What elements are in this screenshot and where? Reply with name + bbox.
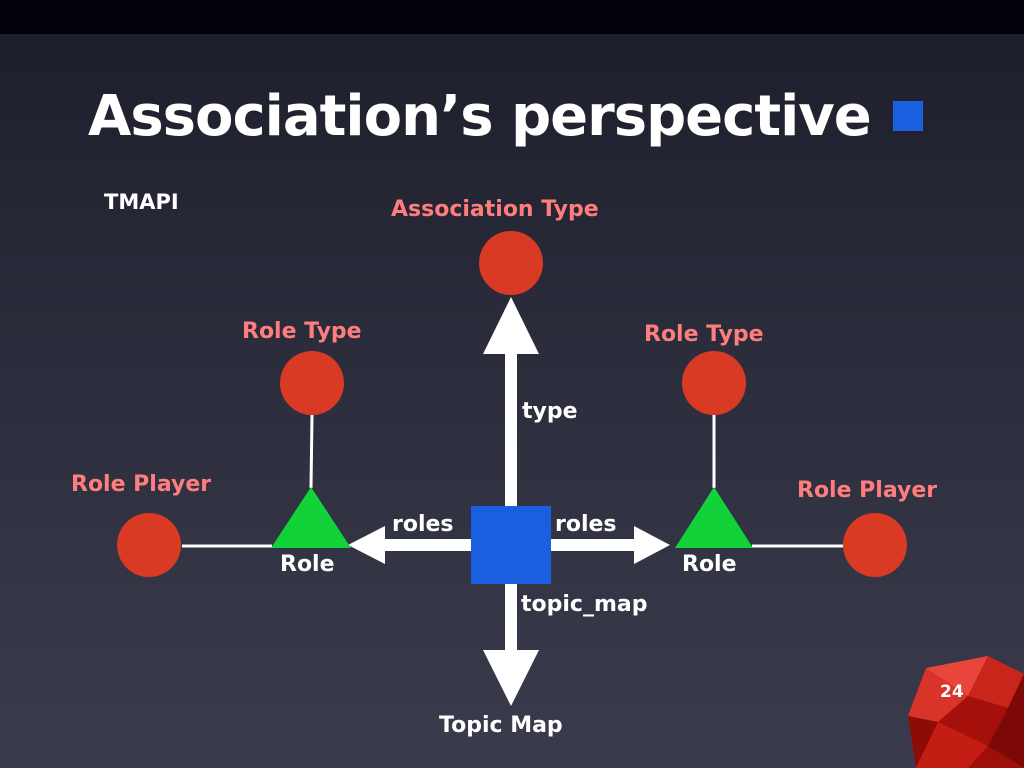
type-arrow [483,297,539,508]
slide-title-text: Association’s perspective [88,84,872,149]
role-player-right-label: Role Player [797,478,938,503]
roles-arrow-left [348,526,474,564]
topic-map-arrow [483,582,539,706]
roles-arrow-right [548,526,670,564]
role-type-right-node [682,351,746,415]
slide-page-number: 24 [940,682,964,702]
connector-role-type-left [309,414,314,489]
role-right-triangle [675,487,753,548]
role-type-left-node [280,351,344,415]
title-bullet-square [892,100,923,131]
edge-type-label: type [522,399,578,424]
role-right-label: Role [682,552,737,577]
edge-roles-left-label: roles [392,512,454,537]
edge-roles-right-label: roles [555,512,617,537]
association-type-node [479,231,543,295]
role-type-left-label: Role Type [242,319,362,344]
role-left-triangle [271,487,351,548]
tmapi-label: TMAPI [104,190,179,214]
role-player-right-node [843,513,907,577]
top-bar [0,0,1024,34]
slide-title: Association’s perspective [88,84,923,149]
association-type-label: Association Type [391,197,599,222]
edge-topic-map-label: topic_map [521,592,648,617]
role-type-right-label: Role Type [644,322,764,347]
topic-map-label: Topic Map [439,713,563,738]
ruby-gem-icon [908,656,1024,768]
association-node [471,506,551,584]
role-player-left-node [117,513,181,577]
role-left-label: Role [280,552,335,577]
role-player-left-label: Role Player [71,472,212,497]
